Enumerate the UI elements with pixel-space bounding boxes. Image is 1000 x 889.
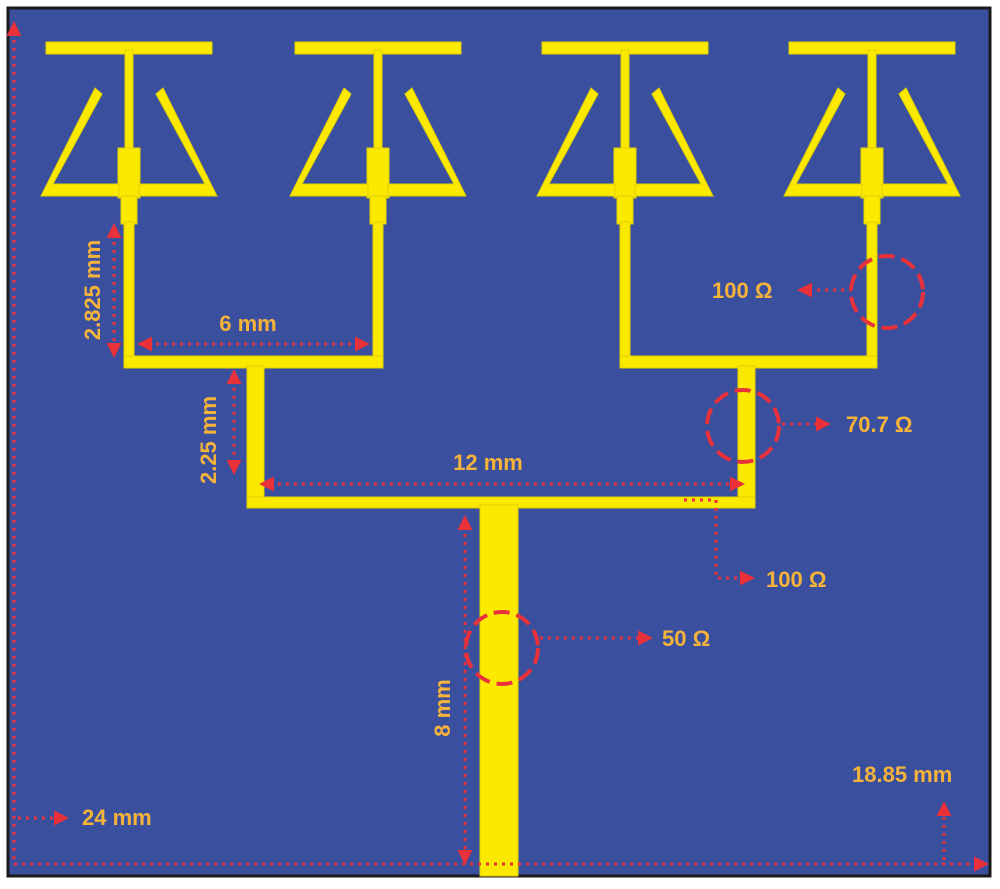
label-225: 2.25 mm xyxy=(196,396,221,484)
feed-line-3 xyxy=(619,221,631,365)
label-100-branch: 100 Ω xyxy=(712,278,772,303)
antenna-element-1 xyxy=(40,41,218,225)
antenna-left-arm xyxy=(40,87,120,197)
label-1885: 18.85 mm xyxy=(852,762,952,787)
antenna-feed-block xyxy=(366,147,390,199)
antenna-element-3 xyxy=(536,41,714,225)
antenna-stem xyxy=(373,49,383,151)
feed-line-2 xyxy=(372,221,384,365)
antenna-stem xyxy=(620,49,630,151)
labels: 2.825 mm 6 mm 2.25 mm 12 mm 8 mm 24 mm 1… xyxy=(80,240,952,830)
label-6mm: 6 mm xyxy=(219,311,276,336)
antenna-feed-neck xyxy=(616,195,634,225)
highlight-circles xyxy=(464,254,925,686)
antenna-feed-neck xyxy=(369,195,387,225)
antenna-stem xyxy=(867,49,877,151)
circle-707 xyxy=(705,388,781,464)
label-50: 50 Ω xyxy=(662,626,710,651)
circle-100-branch xyxy=(849,254,925,330)
antenna-feed-block xyxy=(860,147,884,199)
antenna-feed-neck xyxy=(863,195,881,225)
copper-traces xyxy=(40,41,961,877)
label-2825: 2.825 mm xyxy=(80,240,105,340)
main-feed-line xyxy=(479,504,519,877)
antenna-feed-neck xyxy=(120,195,138,225)
antenna-feed-block xyxy=(613,147,637,199)
antenna-stem xyxy=(124,49,134,151)
label-12mm: 12 mm xyxy=(453,450,523,475)
dimension-lines xyxy=(6,21,989,872)
antenna-left-arm xyxy=(289,87,369,197)
antenna-right-arm xyxy=(881,87,961,197)
antenna-element-4 xyxy=(783,41,961,225)
feed-line-4 xyxy=(866,221,878,365)
left-stub xyxy=(246,365,265,509)
feed-line-1 xyxy=(123,221,135,365)
right-stub xyxy=(737,365,756,509)
antenna-feed-block xyxy=(117,147,141,199)
circle-50 xyxy=(464,610,540,686)
label-8mm: 8 mm xyxy=(430,679,455,736)
label-707: 70.7 Ω xyxy=(846,412,913,437)
antenna-right-arm xyxy=(634,87,714,197)
antenna-left-arm xyxy=(536,87,616,197)
antenna-right-arm xyxy=(387,87,467,197)
antenna-right-arm xyxy=(138,87,218,197)
label-24mm: 24 mm xyxy=(82,805,152,830)
antenna-left-arm xyxy=(783,87,863,197)
label-100-junction: 100 Ω xyxy=(766,567,826,592)
pointer-100-junction xyxy=(684,498,755,586)
antenna-element-2 xyxy=(289,41,467,225)
